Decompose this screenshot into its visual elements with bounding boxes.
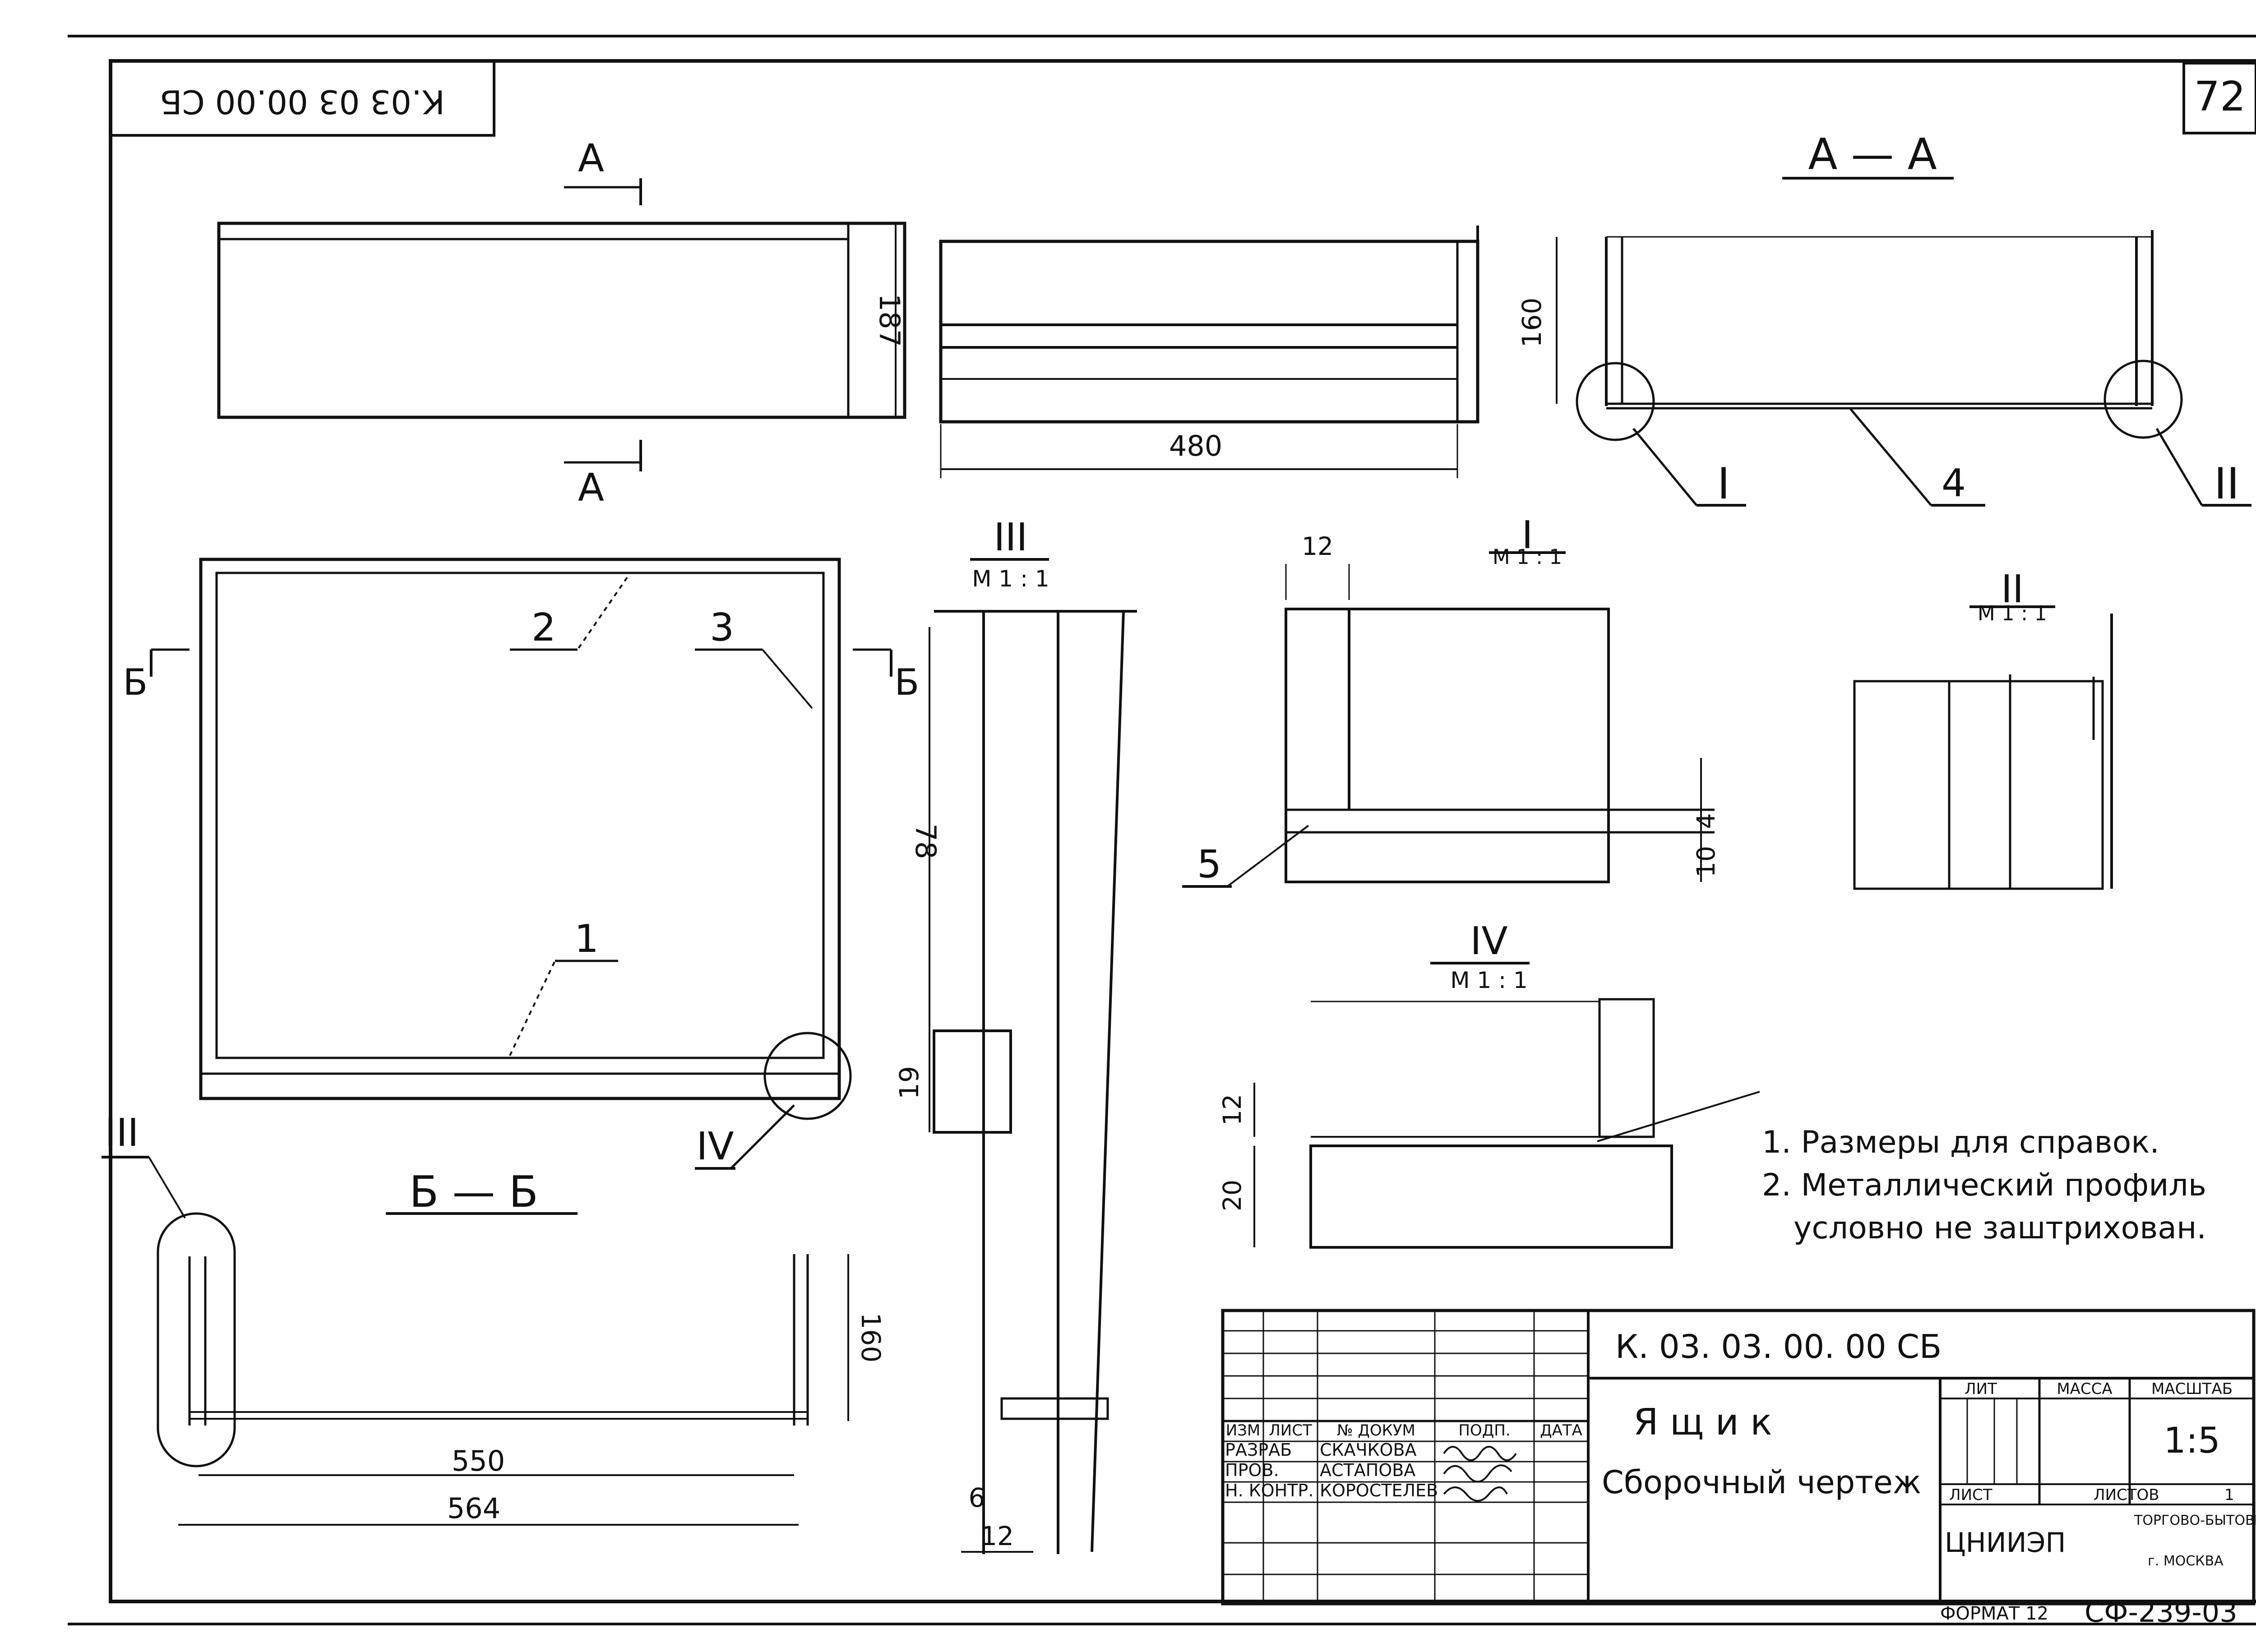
dim-187: 187 [873, 294, 906, 347]
org-city: г. МОСКВА [2148, 1553, 2224, 1569]
dim-4: 4 [1692, 813, 1720, 829]
detail-II-title: II [2001, 567, 2024, 612]
dim-160-b: 160 [855, 1313, 886, 1363]
detail-IV-title: IV [1470, 919, 1507, 964]
dim-6: 6 [969, 1482, 985, 1513]
callout-part-4: 4 [1942, 461, 1966, 506]
callout-detail-III: III [105, 1111, 139, 1155]
page-number-box: 72 [2182, 62, 2256, 134]
signature-0 [1443, 1446, 1517, 1461]
section-b-b-title: Б — Б [409, 1167, 538, 1217]
page-number: 72 [2194, 73, 2246, 120]
header-lit: ЛИТ [1965, 1380, 1997, 1398]
section-mark-b-left: Б [123, 661, 148, 703]
dim-12-III: 12 [980, 1521, 1014, 1551]
col-header-podp: ПОДП. [1458, 1421, 1510, 1440]
note-3: условно не заштрихован. [1794, 1210, 2206, 1246]
detail-II-scale: М 1 : 1 [1978, 601, 2047, 625]
dim-160-a: 160 [1516, 298, 1547, 348]
callout-detail-IV: IV [696, 1124, 734, 1169]
section-mark-a-top: А [578, 136, 604, 181]
sheets-label: ЛИСТОВ [2094, 1486, 2159, 1504]
detail-III-scale: М 1 : 1 [972, 566, 1049, 592]
detail-IV: IV М 1 : 1 12 20 [1218, 919, 1760, 1249]
dim-550: 550 [452, 1444, 505, 1477]
signature-1 [1443, 1464, 1512, 1483]
callout-part-1: 1 [574, 917, 599, 961]
header-scale: МАСШТАБ [2151, 1380, 2233, 1398]
format-label: ФОРМАТ 12 [1940, 1603, 2048, 1624]
col-header-izm: ИЗМ [1226, 1421, 1261, 1440]
product-name: Я щ и к [1633, 1401, 1772, 1443]
detail-I: I М 1 : 1 12 4 10 5 [1182, 513, 1720, 888]
scale-value: 1:5 [2164, 1421, 2220, 1461]
row-role-1: ПРОВ. [1225, 1460, 1279, 1480]
drawing-frame [109, 59, 2256, 1603]
mirrored-stamp: К.03 03 00.00 СБ [109, 60, 495, 137]
row-role-2: Н. КОНТР. [1225, 1481, 1313, 1500]
archive-code: СФ-239-03 [2085, 1596, 2238, 1629]
section-mark-b-right: Б [895, 661, 920, 703]
detail-III-title: III [994, 515, 1027, 560]
dim-10: 10 [1692, 846, 1720, 877]
detail-II: II М 1 : 1 [1853, 567, 2113, 890]
col-header-dokum: № ДОКУМ [1337, 1421, 1415, 1440]
callout-part-3: 3 [710, 605, 734, 650]
dim-564: 564 [447, 1492, 500, 1525]
note-2: 2. Металлический профиль [1762, 1167, 2206, 1203]
notes: 1. Размеры для справок. 2. Металлический… [1762, 1125, 2206, 1246]
note-1: 1. Размеры для справок. [1762, 1125, 2159, 1160]
sheets-count: 1 [2224, 1486, 2234, 1504]
designation: К. 03. 03. 00. 00 СБ [1615, 1328, 1942, 1366]
col-header-list: ЛИСТ [1269, 1421, 1312, 1440]
dim-19: 19 [894, 1066, 925, 1099]
section-a-a-title: А — А [1808, 130, 1937, 180]
sheet-label: ЛИСТ [1949, 1486, 1992, 1504]
section-b-b: Б — Б 160 550 564 III [102, 1111, 886, 1526]
detail-IV-scale: М 1 : 1 [1450, 967, 1527, 993]
side-view: 480 [939, 226, 1479, 478]
row-role-0: РАЗРАБ [1225, 1440, 1292, 1460]
title-block: ИЗМ ЛИСТ № ДОКУМ ПОДП. ДАТА РАЗРАБ СКАЧК… [1221, 1309, 2256, 1606]
plan-view: Б Б 2 3 1 IV [123, 558, 920, 1170]
front-view: А А 187 [217, 136, 906, 510]
col-header-data: ДАТА [1540, 1421, 1582, 1440]
org-name: ТОРГОВО-БЫТОВЫХ [2134, 1513, 2256, 1528]
header-mass: МАССА [2057, 1380, 2112, 1398]
callout-detail-I: I [1717, 459, 1730, 509]
row-name-2: КОРОСТЕЛЕВ [1320, 1481, 1438, 1500]
dim-78: 78 [909, 824, 942, 859]
callout-part-2: 2 [532, 605, 556, 650]
section-mark-a-bottom: А [578, 466, 604, 510]
signature-2 [1443, 1486, 1508, 1502]
row-name-1: АСТАПОВА [1320, 1460, 1415, 1480]
row-name-0: СКАЧКОВА [1320, 1440, 1417, 1460]
callout-detail-II: II [2214, 459, 2239, 509]
detail-I-scale: М 1 : 1 [1493, 545, 1562, 569]
dim-480: 480 [1169, 429, 1222, 462]
callout-part-5: 5 [1197, 842, 1221, 887]
section-a-a: А — А 160 I 4 II [1516, 130, 2251, 509]
doc-type: Сборочный чертеж [1602, 1464, 1921, 1501]
detail-III: III М 1 : 1 78 19 6 12 [894, 515, 1137, 1554]
dim-12-IV: 12 [1218, 1094, 1247, 1126]
dim-12-I: 12 [1302, 532, 1333, 561]
org-code: ЦНИИЭП [1945, 1527, 2066, 1559]
dim-20: 20 [1218, 1180, 1247, 1211]
detail-I-title: I [1521, 513, 1533, 558]
mirrored-stamp-text: К.03 03 00.00 СБ [160, 83, 445, 120]
